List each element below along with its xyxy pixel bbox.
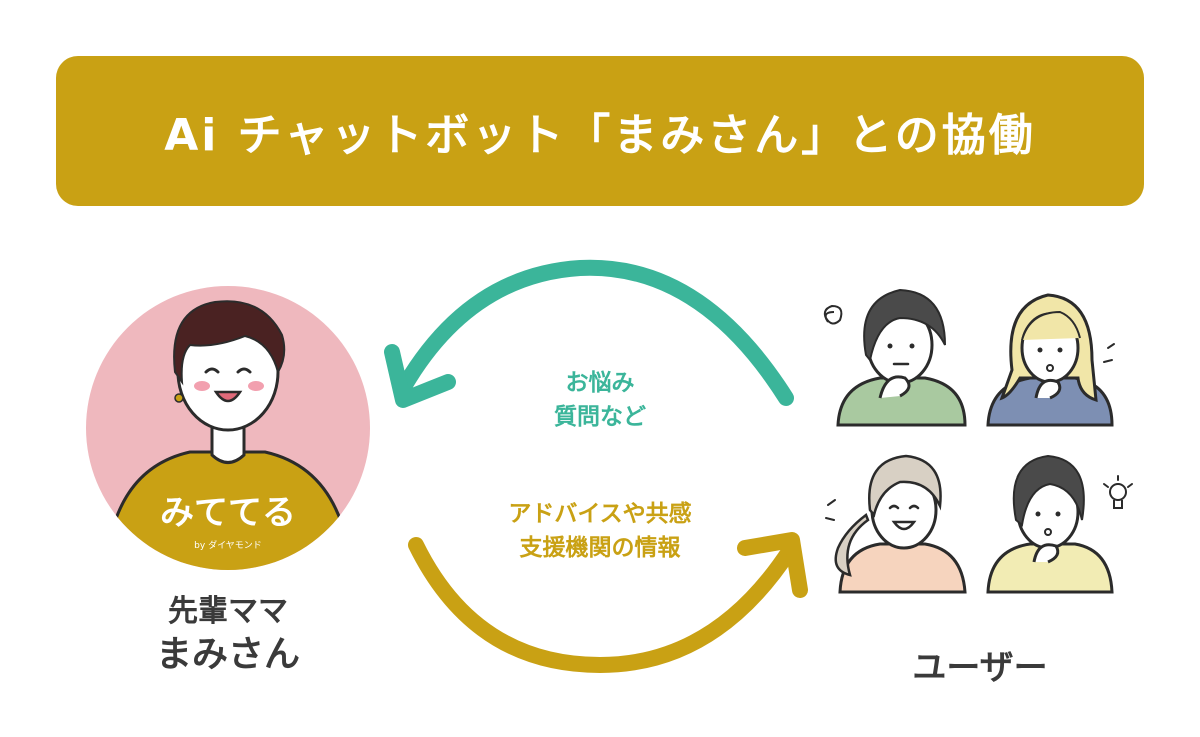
question-label-line1: お悩み	[565, 370, 635, 396]
mentor-label-line1: 先輩ママ	[168, 594, 288, 629]
question-label: お悩み 質問など	[520, 366, 680, 434]
title-banner: Ai チャットボット「まみさん」との協働	[56, 56, 1144, 206]
user-avatar-2	[986, 293, 1115, 427]
advice-label-line1: アドバイスや共感	[508, 501, 692, 527]
page-title: Ai チャットボット「まみさん」との協働	[164, 110, 1036, 161]
advice-label-line2: 支援機関の情報	[519, 535, 681, 561]
mentor-label-line2: まみさん	[155, 634, 300, 675]
user-avatar-1	[823, 288, 967, 427]
shirt-logo: みててる	[160, 493, 296, 533]
advice-label: アドバイスや共感 支援機関の情報	[455, 497, 745, 565]
shirt-logo-subtext: by ダイヤモンド	[194, 539, 262, 551]
user-avatar-3	[825, 454, 967, 594]
mentor-label: 先輩ママ まみさん	[128, 592, 328, 678]
gold-arrow	[408, 532, 808, 674]
question-label-line2: 質問など	[554, 404, 646, 430]
green-arrow	[384, 259, 794, 408]
user-avatar-4	[986, 454, 1133, 594]
users-label: ユーザー	[912, 648, 1048, 688]
mentor-avatar: みててる by ダイヤモンド	[86, 286, 370, 570]
